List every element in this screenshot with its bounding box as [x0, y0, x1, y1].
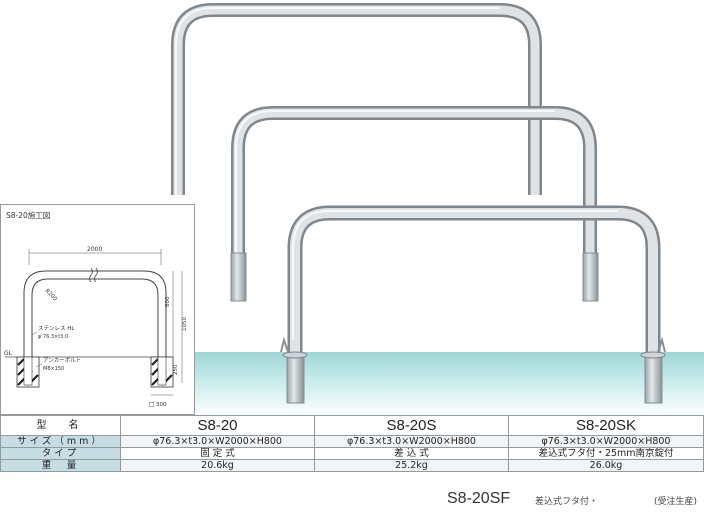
weight-cell: 20.6kg [120, 459, 315, 472]
base-dimension: 300 [156, 402, 167, 408]
width-dimension: 2000 [87, 246, 102, 253]
model-s8-20sk: S8-20SK [508, 415, 704, 436]
row-label-model: 型 名 [0, 415, 121, 436]
embed-dimension: 250 [173, 364, 179, 375]
size-cell: φ76.3×t3.0×W2000×H800 [508, 435, 704, 448]
table-row: タイプ 固 定 式 差 込 式 差込式フタ付・25mm南京錠付 [0, 447, 704, 460]
ground-label: GL [4, 350, 13, 357]
type-cell: 差込式フタ付・25mm南京錠付 [508, 447, 704, 460]
row-label-weight: 重 量 [0, 459, 121, 472]
height-dimension: 800 [165, 296, 171, 307]
anchor-label: アンカーボルト [43, 356, 81, 364]
pipe-spec-label: φ 76.3×t3.0 [38, 334, 68, 340]
total-dimension: 1050 [182, 317, 188, 331]
weight-cell: 25.2kg [314, 459, 509, 472]
table-row: サイズ（mm） φ76.3×t3.0×W2000×H800 φ76.3×t3.0… [0, 435, 704, 448]
size-cell: φ76.3×t3.0×W2000×H800 [120, 435, 315, 448]
model-s8-20: S8-20 [120, 415, 315, 436]
table-row: 型 名 S8-20 S8-20S S8-20SK [0, 415, 704, 436]
bollard-s8-20-image [171, 3, 542, 195]
spec-table: 型 名 S8-20 S8-20S S8-20SK サイズ（mm） φ76.3×t… [0, 415, 704, 472]
drawing-svg: S8-20施工図 2000 R200 800 1050 250 GL [4, 210, 188, 408]
type-cell: 差 込 式 [314, 447, 509, 460]
model-s8-20s: S8-20S [314, 415, 509, 436]
radius-dimension: R200 [44, 288, 59, 303]
footer-model: S8-20SF [447, 490, 511, 507]
pipe-material-label: ステンレス HL [38, 325, 75, 332]
weight-cell: 26.0kg [508, 459, 704, 472]
table-row: 重 量 20.6kg 25.2kg 26.0kg [0, 459, 704, 472]
size-cell: φ76.3×t3.0×W2000×H800 [314, 435, 509, 448]
drawing-title: S8-20施工図 [6, 210, 50, 220]
footer-order-note: (受注生産) [654, 497, 698, 507]
footer-note: 差込式フタ付・ [535, 497, 599, 507]
row-label-size: サイズ（mm） [0, 435, 121, 448]
anchor-spec-label: M8×150 [43, 366, 64, 372]
bollard-s8-20s-image [230, 106, 599, 302]
type-cell: 固 定 式 [120, 447, 315, 460]
base-symbol: □ [149, 401, 155, 408]
row-label-type: タイプ [0, 447, 121, 460]
construction-drawing: S8-20施工図 2000 R200 800 1050 250 GL [0, 204, 195, 415]
bollard-s8-20sk-image [280, 205, 666, 404]
